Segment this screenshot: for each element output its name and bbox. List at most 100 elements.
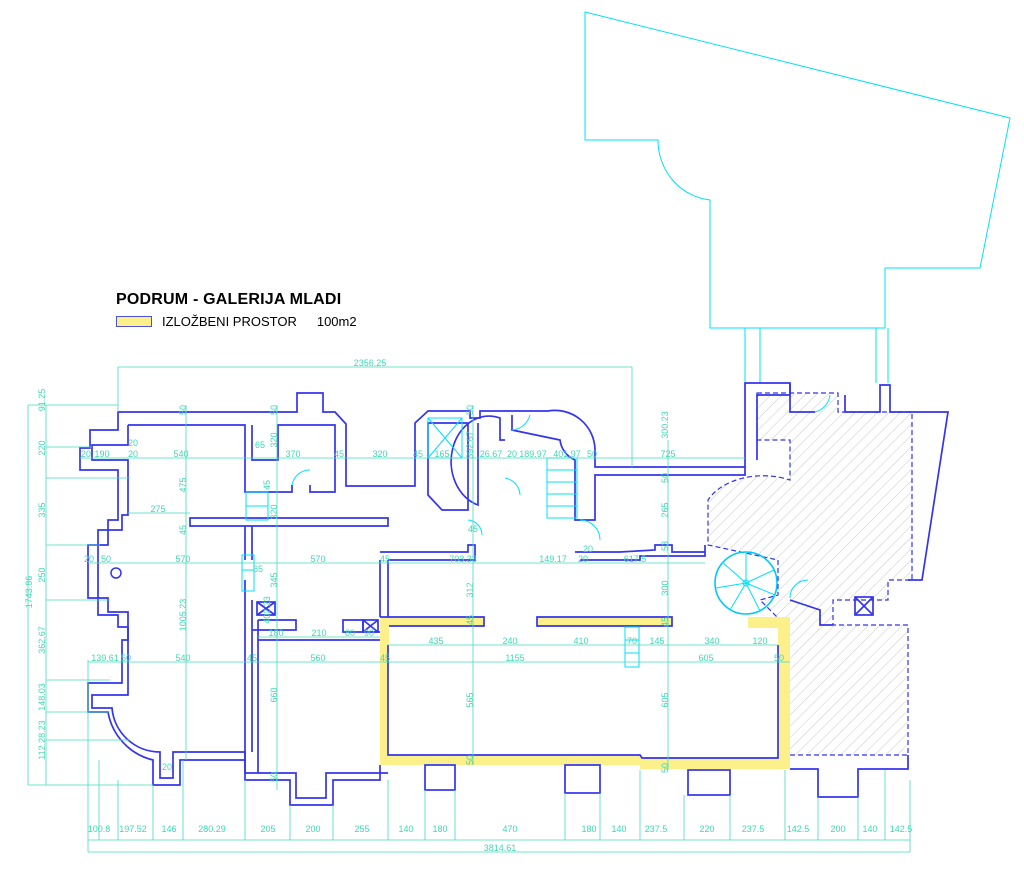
dimension-label: 53 (660, 541, 670, 551)
dimension-label: 402.23 (262, 596, 272, 624)
dimension-label: 50 (121, 653, 131, 663)
dimension-label: 45 (380, 653, 390, 663)
dimension-label: 140 (611, 824, 626, 834)
dimension-label: 3814.61 (484, 843, 517, 853)
dimension-label: 20 (583, 544, 593, 554)
dimension-label: 148.03 (37, 683, 47, 711)
door-swings (291, 394, 831, 599)
dimension-label: 45 (413, 449, 423, 459)
dimension-label: 50 (660, 473, 670, 483)
dimension-label: 70 (627, 636, 637, 646)
dimension-label: 237.5 (742, 824, 765, 834)
dimension-label: 570 (175, 554, 190, 564)
dimension-label: 189.97 (519, 449, 547, 459)
legend-area: 100m2 (316, 314, 357, 329)
dimension-label: 50 (774, 653, 784, 663)
dimension-label: 540 (173, 449, 188, 459)
dimension-label: 470 (502, 824, 517, 834)
dimension-label: 200 (830, 824, 845, 834)
dimension-label: 605 (660, 692, 670, 707)
dimension-label: 703.33 (449, 554, 477, 564)
dimension-label: 149.17 (539, 554, 567, 564)
dimension-label: 50 (101, 554, 111, 564)
dimension-label: 142.5 (787, 824, 810, 834)
dimension-label: 50 (587, 449, 597, 459)
dimension-label: 2356.25 (354, 358, 387, 368)
dimension-label: 340 (704, 636, 719, 646)
dimension-label: 45 (247, 653, 257, 663)
dimension-label: 255 (354, 824, 369, 834)
dimension-label: 320 (372, 449, 387, 459)
dimension-label: 20 (128, 438, 138, 448)
dimension-label: 20 (162, 762, 172, 772)
dimension-label: 180 (268, 628, 283, 638)
dimension-label: 20 (578, 554, 588, 564)
dimension-label: 237.5 (645, 824, 668, 834)
dimension-label: 200 (305, 824, 320, 834)
dimension-label: 50 (660, 763, 670, 773)
dimension-label: 210 (311, 628, 326, 638)
dimension-label: 320 (269, 504, 279, 519)
dimension-label: 605 (698, 653, 713, 663)
dimension-lines (27, 366, 911, 853)
dimension-label: 300 (660, 580, 670, 595)
exhibition-space (380, 617, 790, 769)
dimension-label: 112.28.23 (37, 720, 47, 759)
dimension-label: 320 (269, 432, 279, 447)
dimension-label: 240 (502, 636, 517, 646)
dimension-label: 120 (752, 636, 767, 646)
dimension-label: 145 (649, 636, 664, 646)
dimension-label: 275 (150, 504, 165, 514)
dimension-label: 1743.86 (24, 576, 34, 609)
dimension-label: 725 (660, 449, 675, 459)
dimension-label: 280.29 (198, 824, 226, 834)
dimension-label: 45 (465, 615, 475, 625)
dimension-label: 45 (380, 554, 390, 564)
dimension-label: 250 (37, 567, 47, 582)
dimension-label: 312 (465, 582, 475, 597)
dimension-label: 617.5 (624, 554, 647, 564)
building-walls (79, 382, 949, 806)
dimension-label: 560 (310, 653, 325, 663)
dimension-label: 91.25 (37, 389, 47, 412)
dimension-label: 335 (37, 502, 47, 517)
dimension-label: 1155 (505, 653, 524, 663)
dimension-label: 142.5 (890, 824, 913, 834)
dimension-label: 140 (862, 824, 877, 834)
dimension-label: 220 (699, 824, 714, 834)
dimension-label: 139.61 (91, 653, 119, 663)
dimension-label: 570 (310, 554, 325, 564)
dimension-label: 45 (262, 480, 272, 490)
dimension-label: 100.8 (88, 824, 111, 834)
dimension-label: 20 (84, 554, 94, 564)
dimension-label: 65 (255, 440, 265, 450)
dimension-label: 20 (128, 449, 138, 459)
dimension-label: 300.23 (660, 411, 670, 439)
dimension-label: 45 (334, 449, 344, 459)
dimension-label: 265 (660, 502, 670, 517)
dimension-label: 90 (364, 628, 374, 638)
dimension-label: 180 (432, 824, 447, 834)
dimension-label: 45 (468, 524, 478, 534)
legend-label: IZLOŽBENI PROSTOR (162, 314, 297, 329)
dimension-label: 435 (428, 636, 443, 646)
dimension-label: 540 (175, 653, 190, 663)
dimension-label: 475 (178, 477, 188, 492)
legend: IZLOŽBENI PROSTOR 100m2 (116, 314, 357, 329)
hatched-annex (707, 392, 913, 756)
dimension-label: 392.67 (465, 431, 475, 459)
dimension-label: 50 (178, 405, 188, 415)
dimension-label: 220 (37, 440, 47, 455)
dimension-label: 65 (253, 564, 263, 574)
dimension-label: 80 (345, 628, 355, 638)
dimension-label: 146 (161, 824, 176, 834)
dimension-label: 180 (581, 824, 596, 834)
dimension-label: 50 (465, 755, 475, 765)
dimension-label: 50 (269, 405, 279, 415)
site-boundary (584, 11, 1011, 329)
dimension-label: 26.67 (480, 449, 503, 459)
exhibition-walls (380, 616, 779, 796)
